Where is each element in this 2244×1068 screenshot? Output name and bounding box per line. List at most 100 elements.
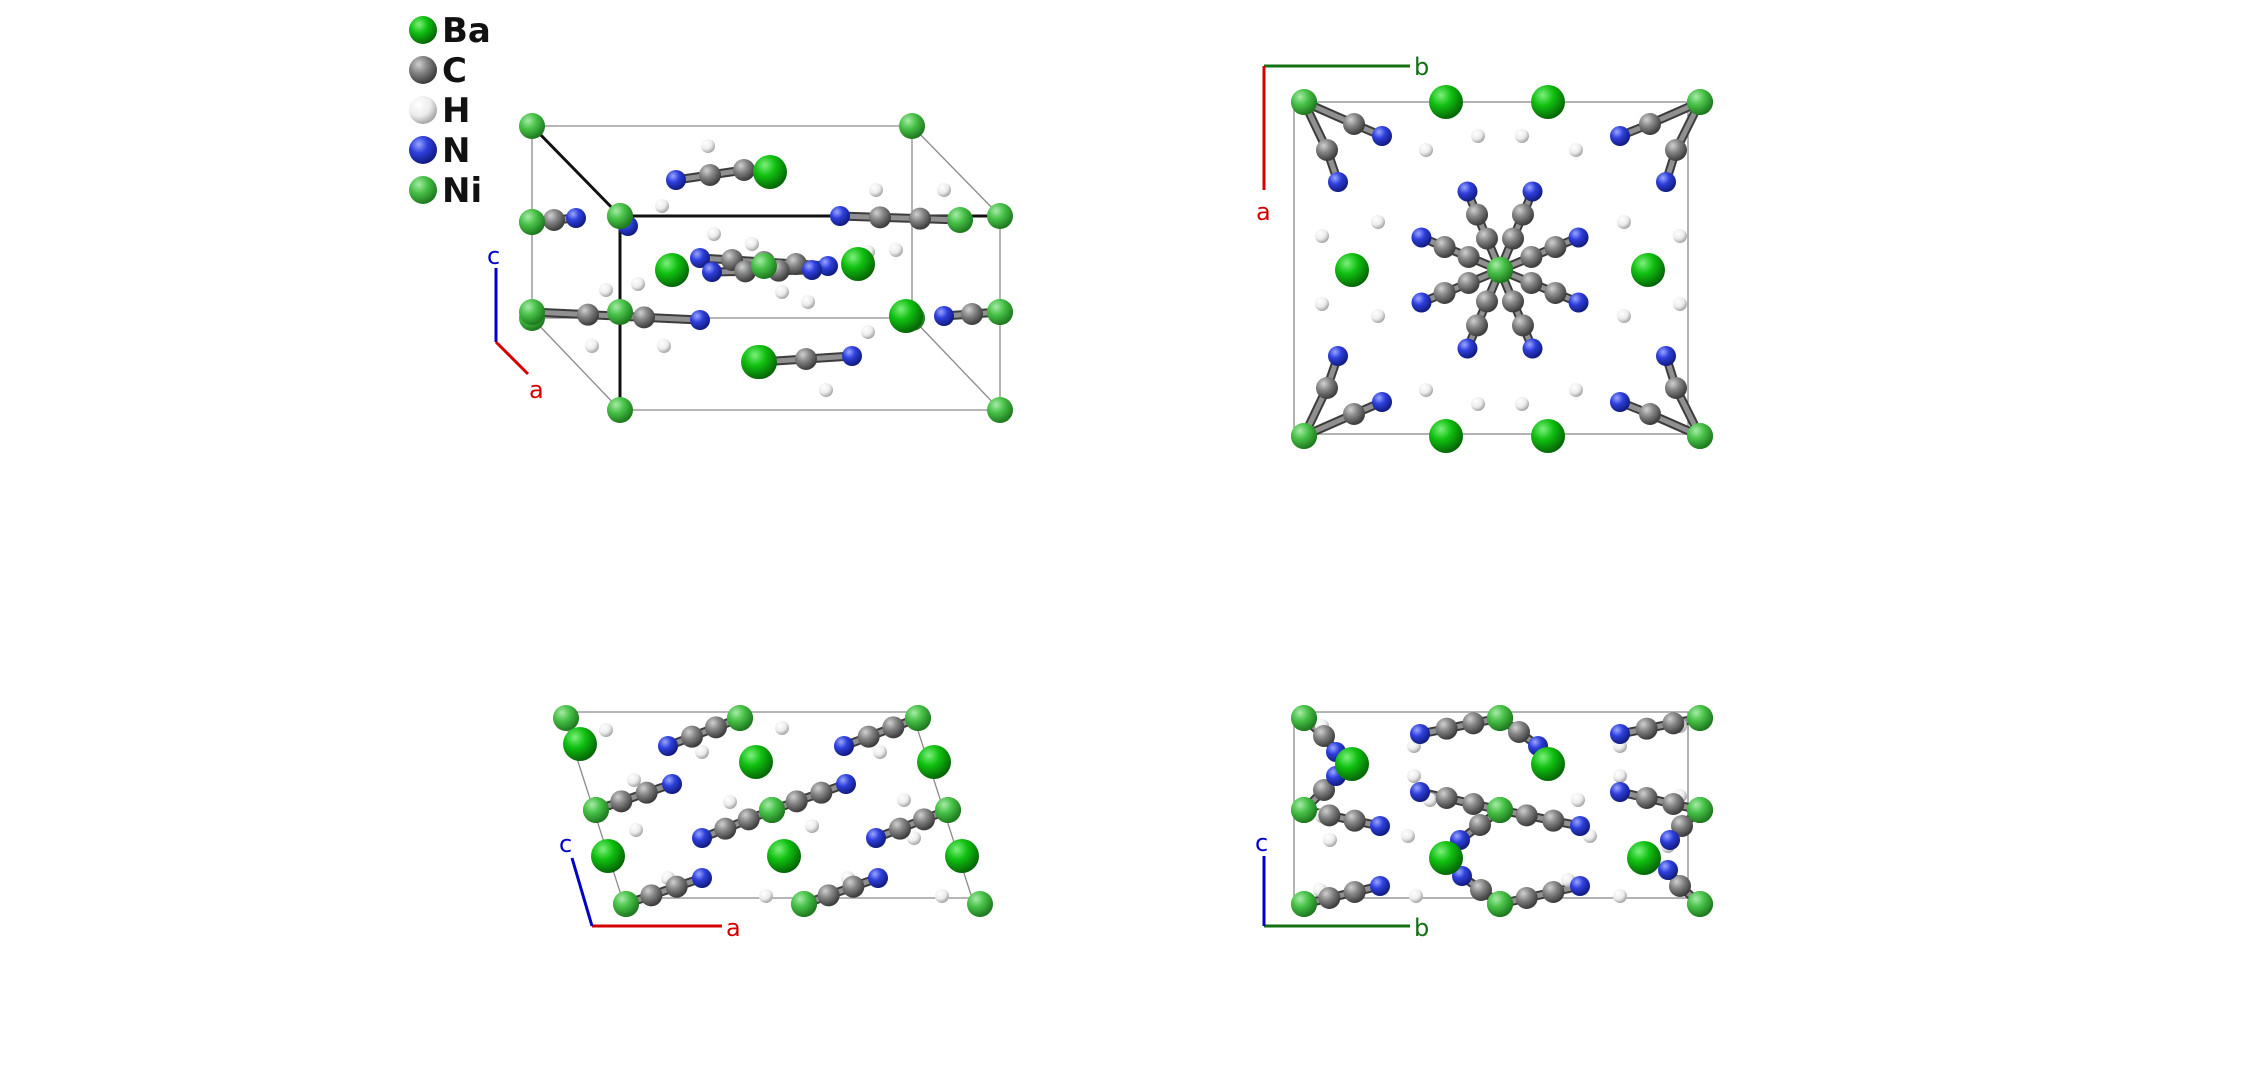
c-atom — [1639, 113, 1661, 135]
n-atom — [836, 774, 856, 794]
h-atom — [1323, 833, 1337, 847]
h-atom — [1419, 143, 1433, 157]
ni-atom — [947, 207, 973, 233]
c-atom — [1433, 236, 1456, 259]
ni-atom — [1291, 705, 1317, 731]
ni-atom — [1487, 891, 1513, 917]
n-atom — [1610, 782, 1630, 802]
axis-triad-perspective: c a — [487, 242, 544, 404]
h-atom — [801, 295, 815, 309]
ni-atom — [1687, 705, 1713, 731]
ni-atom — [727, 705, 753, 731]
atoms-along-a — [1291, 705, 1713, 917]
c-atom — [913, 808, 935, 831]
n-atom — [1522, 181, 1543, 202]
c-atom — [577, 303, 599, 326]
h-atom — [1315, 229, 1329, 243]
h-atom — [1673, 229, 1687, 243]
n-atom — [1457, 338, 1478, 359]
ni-atom — [1687, 423, 1713, 449]
h-atom — [1569, 383, 1583, 397]
n-atom — [1568, 227, 1589, 248]
n-atom — [566, 208, 586, 228]
axis-label-a: a — [529, 376, 544, 404]
ni-atom — [987, 397, 1013, 423]
c-atom — [1542, 809, 1565, 832]
ba-atom — [841, 247, 875, 281]
c-atom — [1665, 377, 1687, 399]
n-atom — [666, 170, 686, 190]
n-atom — [662, 774, 682, 794]
n-atom — [802, 260, 822, 280]
legend-item-ba: Ba — [409, 11, 491, 51]
axis-label-c: c — [1255, 829, 1268, 857]
c-atom — [1457, 272, 1480, 295]
ba-atom — [1531, 419, 1565, 453]
ni-atom — [607, 397, 633, 423]
ba-atom — [1429, 841, 1463, 875]
c-atom — [1343, 113, 1365, 135]
h-atom — [655, 199, 669, 213]
h-atom — [1673, 297, 1687, 311]
c-atom — [961, 303, 983, 325]
h-atom — [585, 339, 599, 353]
h-atom — [937, 183, 951, 197]
c-atom — [635, 781, 658, 804]
c-atom — [1470, 879, 1492, 901]
h-atom — [1419, 383, 1433, 397]
c-atom — [681, 725, 703, 748]
h-atom — [1613, 769, 1627, 783]
c-atom — [785, 790, 808, 813]
axis-label-c: c — [559, 830, 572, 858]
c-atom — [1544, 281, 1567, 304]
c-atom — [1511, 314, 1534, 337]
c-atom — [1316, 139, 1338, 161]
h-atom — [907, 831, 921, 845]
atoms-perspective — [519, 113, 1013, 423]
axis-triad-along-a: b c — [1255, 829, 1429, 942]
view-perspective: c a — [487, 113, 1013, 423]
ni-atom — [1291, 89, 1317, 115]
c-atom — [1520, 245, 1543, 268]
c-atom — [1520, 272, 1543, 295]
h-atom — [629, 823, 643, 837]
c-atom — [1639, 403, 1661, 425]
axis-label-b: b — [1414, 53, 1429, 81]
ni-atom — [519, 299, 545, 325]
h-atom — [627, 773, 641, 787]
c-atom — [714, 817, 737, 840]
view-along-c: b a — [1256, 53, 1713, 453]
c-atom — [1671, 815, 1693, 837]
c-atom — [1313, 725, 1335, 747]
ba-atom — [591, 839, 625, 873]
ni-atom — [759, 797, 785, 823]
ni-atom — [553, 705, 579, 731]
n-atom — [1570, 876, 1590, 896]
ni-atom — [987, 203, 1013, 229]
h-atom — [707, 227, 721, 241]
c-atom — [1318, 804, 1341, 827]
h-atom — [1471, 397, 1485, 411]
c-atom — [1662, 712, 1685, 735]
c-atom — [1466, 203, 1489, 226]
ba-atom — [739, 745, 773, 779]
h-atom — [869, 183, 883, 197]
ni-atom — [1291, 891, 1317, 917]
n-atom — [834, 736, 854, 756]
c-atom — [1542, 881, 1565, 903]
c-atom — [1457, 245, 1480, 268]
ni-atom — [899, 113, 925, 139]
c-atom — [1665, 139, 1687, 161]
c-atom — [842, 875, 865, 898]
h-atom — [1569, 143, 1583, 157]
ni-atom — [519, 209, 545, 235]
c-atom — [1462, 793, 1485, 815]
ni-atom — [1291, 797, 1317, 823]
c-atom — [1469, 814, 1491, 836]
ni-atom — [607, 299, 633, 325]
ba-atom — [1631, 253, 1665, 287]
legend-item-n: N — [409, 131, 470, 171]
h-atom — [695, 745, 709, 759]
c-atom — [1515, 887, 1538, 909]
